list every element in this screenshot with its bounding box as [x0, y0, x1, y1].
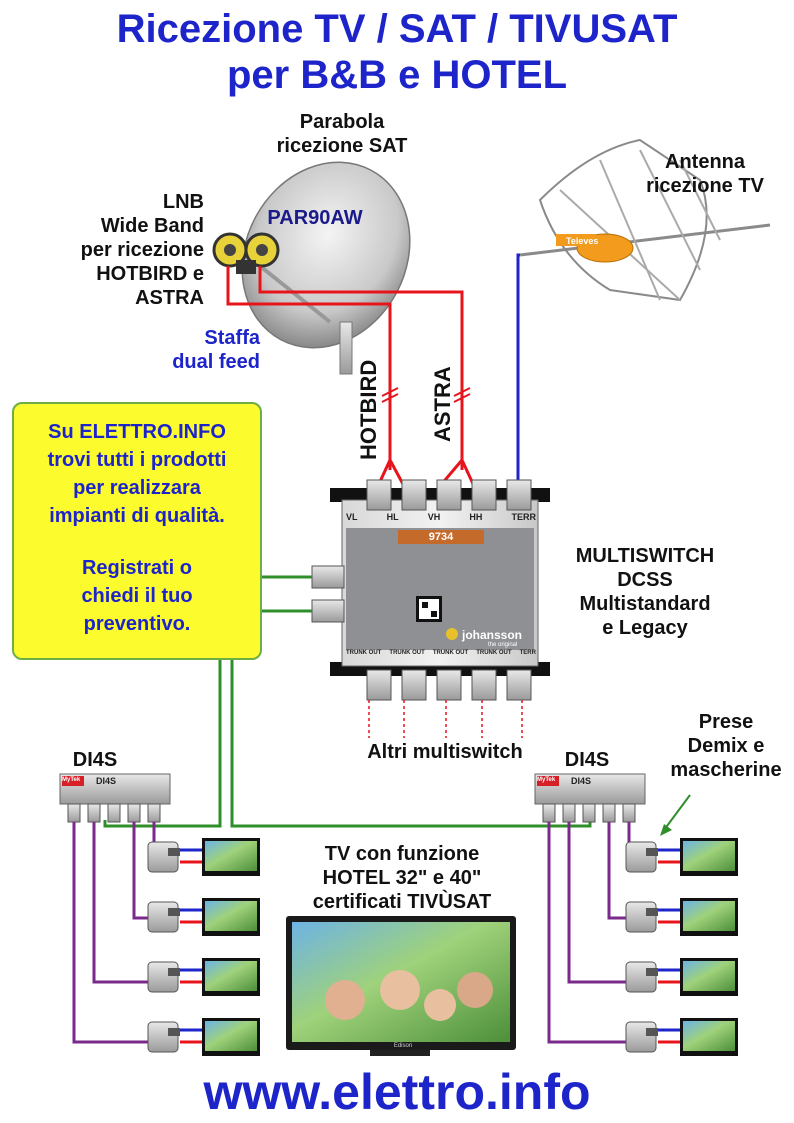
cable-break-marks	[381, 387, 471, 403]
promo-line: chiedi il tuo	[81, 585, 193, 607]
astra-cable-label: ASTRA	[430, 366, 455, 442]
tv-antenna	[519, 138, 771, 302]
promo-line: Registrati o	[81, 557, 193, 579]
outlet-tv-links	[180, 848, 680, 1044]
dish-model: PAR90AW	[267, 207, 363, 229]
splitter-right-brand: MyTek	[537, 777, 556, 783]
promo-line: trovi tutti i prodotti	[47, 449, 227, 471]
outlets-right	[625, 841, 658, 1053]
splitter-left-brand: MyTek	[62, 777, 81, 783]
multiswitch-tagline: the original	[488, 642, 518, 648]
small-tvs	[202, 838, 738, 1056]
dual-lnb-icon	[212, 232, 280, 274]
promo-line: Su ELETTRO.INFO	[48, 421, 226, 443]
arrowhead-icon	[660, 824, 672, 836]
promo-line: impianti di qualità.	[49, 505, 225, 527]
tv-brand: Edison	[393, 1043, 413, 1049]
outlets-left	[147, 841, 180, 1053]
outlet-pointer-arrow	[663, 794, 691, 831]
splitter-right-label: DI4S	[564, 749, 610, 771]
antenna-brand: Televes	[566, 236, 599, 246]
promo-line: preventivo.	[83, 613, 191, 635]
splitter-left-device	[59, 773, 171, 823]
splitter-right-device	[534, 773, 646, 823]
multiswitch-brand: johansson	[462, 628, 523, 642]
multiswitch-model: 9734	[428, 531, 454, 543]
multiswitch-device	[311, 479, 550, 701]
hotel-tv	[286, 916, 516, 1056]
website-link[interactable]: www.elettro.info	[203, 1064, 591, 1120]
page-title-line1: Ricezione TV / SAT / TIVUSAT	[116, 7, 678, 51]
hotbird-cable-label: HOTBIRD	[356, 359, 381, 460]
other-switches-label: Altri multiswitch	[367, 741, 523, 763]
promo-box: Su ELETTRO.INFO trovi tutti i prodotti p…	[12, 402, 262, 660]
other-switch-dashes	[368, 700, 523, 738]
drop-cables	[72, 822, 631, 1044]
splitter-left-model: DI4S	[96, 776, 117, 786]
splitter-right-model: DI4S	[571, 776, 592, 786]
terr-cable	[516, 253, 520, 480]
splitter-left-label: DI4S	[72, 749, 118, 771]
sat-cables	[226, 266, 476, 487]
page-title-line2: per B&B e HOTEL	[226, 53, 568, 97]
promo-line: per realizzara	[73, 477, 201, 499]
